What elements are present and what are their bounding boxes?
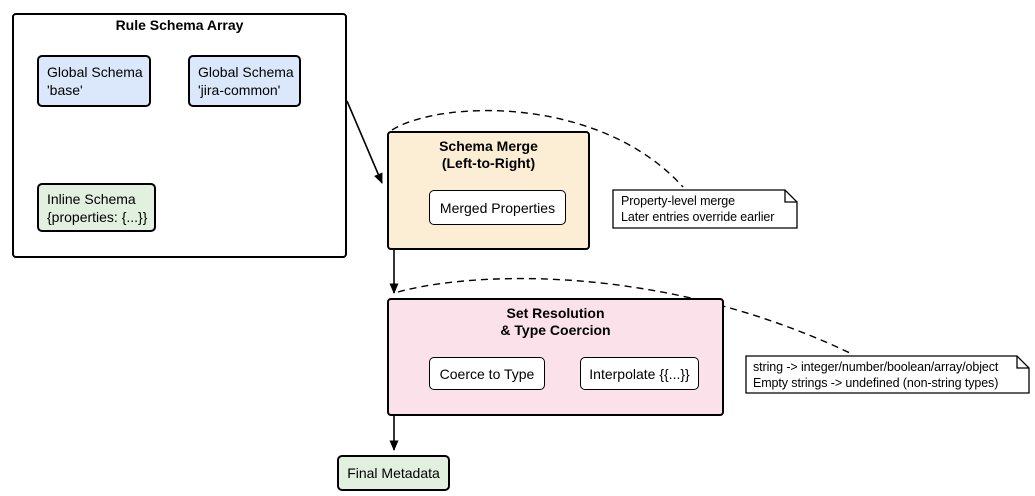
node-global-schema-base-line2: 'base' — [47, 82, 83, 98]
merge-note-shape — [612, 189, 798, 229]
node-coerce-to-type: Coerce to Type — [429, 357, 545, 390]
node-global-schema-jira-common: Global Schema 'jira-common' — [188, 55, 301, 107]
set-resolution-title-line1: Set Resolution — [506, 305, 605, 321]
node-global-schema-base-line1: Global Schema — [47, 64, 143, 80]
schema-merge-title-line1: Schema Merge — [439, 138, 538, 154]
rule-schema-array-title: Rule Schema Array — [115, 17, 244, 33]
merge-note-line1: Property-level merge — [621, 194, 736, 208]
merged-properties-label: Merged Properties — [439, 199, 556, 216]
coercion-note-text: string -> integer/number/boolean/array/o… — [753, 359, 998, 391]
node-global-schema-jira-line2: 'jira-common' — [198, 82, 281, 98]
node-inline-schema: Inline Schema {properties: {...}} — [37, 183, 156, 232]
node-global-schema-base: Global Schema 'base' — [37, 55, 151, 107]
dashed-link-merge-note — [391, 109, 684, 188]
dashed-link-coercion-note — [397, 277, 853, 355]
coercion-note-line2: Empty strings -> undefined (non-string t… — [753, 376, 999, 390]
coerce-to-type-label: Coerce to Type — [439, 365, 535, 382]
node-inline-schema-line2: {properties: {...}} — [47, 208, 148, 225]
node-global-schema-jira-line1: Global Schema — [198, 64, 294, 80]
node-merged-properties: Merged Properties — [429, 190, 566, 225]
coercion-note-line1: string -> integer/number/boolean/array/o… — [753, 360, 999, 374]
merge-note-text: Property-level merge Later entries overr… — [621, 193, 774, 225]
set-resolution-title-line2: & Type Coercion — [500, 322, 611, 338]
arrow-array-to-merge — [346, 100, 383, 184]
interpolate-label: Interpolate {{...}} — [589, 365, 690, 382]
merge-note-line2: Later entries override earlier — [621, 210, 775, 224]
schema-merge-title-line2: (Left-to-Right) — [441, 155, 536, 171]
node-interpolate: Interpolate {{...}} — [580, 357, 699, 390]
coercion-note-shape — [745, 355, 1030, 394]
node-set-resolution-title: Set Resolution & Type Coercion — [387, 305, 724, 339]
node-inline-schema-line1: Inline Schema — [47, 190, 136, 207]
node-final-metadata: Final Metadata — [337, 455, 450, 491]
final-metadata-label: Final Metadata — [347, 465, 440, 481]
node-schema-merge-title: Schema Merge (Left-to-Right) — [387, 138, 590, 172]
